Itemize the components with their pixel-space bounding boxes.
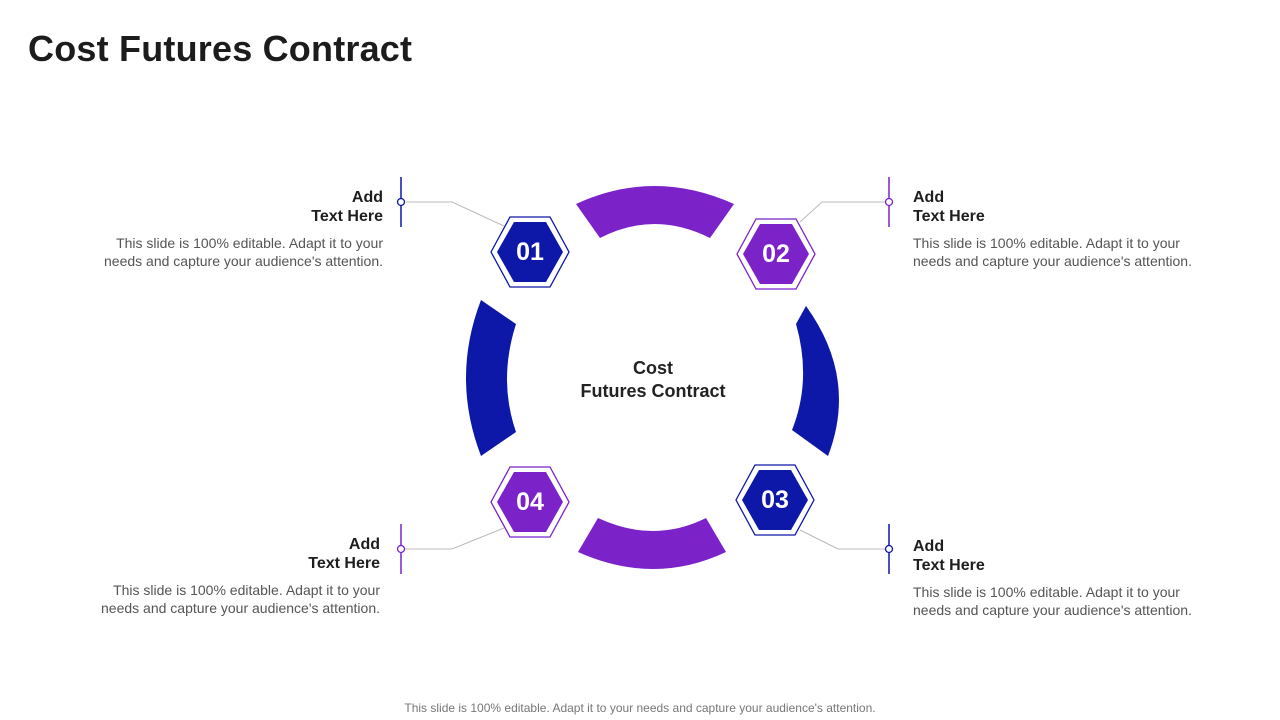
block-heading-01-line2: Text Here — [311, 208, 383, 225]
block-heading-02-line2: Text Here — [913, 208, 985, 225]
block-heading-04-line2: Text Here — [308, 555, 380, 572]
step-number-02: 02 — [762, 240, 790, 268]
block-description-03: This slide is 100% editable. Adapt it to… — [913, 584, 1192, 618]
block-heading-03-line1: Add — [913, 538, 945, 555]
text-block-03: Add Text Here This slide is 100% editabl… — [913, 537, 1213, 619]
footer-note: This slide is 100% editable. Adapt it to… — [404, 701, 876, 715]
marker-01 — [396, 177, 406, 227]
step-number-01: 01 — [516, 238, 544, 266]
marker-03 — [884, 524, 894, 574]
center-label: Cost Futures Contract — [553, 357, 753, 403]
block-heading-02-line1: Add — [913, 189, 945, 206]
text-block-02: Add Text Here This slide is 100% editabl… — [913, 188, 1213, 270]
block-description-01: This slide is 100% editable. Adapt it to… — [104, 235, 383, 269]
step-number-03: 03 — [761, 486, 789, 514]
block-heading-04: Add Text Here — [80, 535, 380, 573]
connector-line-03 — [799, 529, 885, 550]
arc-segment-left — [466, 300, 516, 456]
block-description-04: This slide is 100% editable. Adapt it to… — [101, 582, 380, 616]
arc-segment-top — [576, 186, 734, 238]
connector-line-04 — [405, 527, 505, 550]
hexagon-badge-01 — [490, 216, 570, 288]
connector-line-02 — [799, 201, 885, 223]
block-heading-02: Add Text Here — [913, 188, 1213, 226]
connector-line-01 — [406, 201, 505, 227]
center-label-line2: Futures Contract — [580, 381, 726, 401]
block-heading-01-line1: Add — [351, 189, 383, 206]
hexagon-badge-03 — [735, 464, 815, 536]
block-heading-01: Add Text Here — [83, 188, 383, 226]
text-block-01: Add Text Here This slide is 100% editabl… — [83, 188, 383, 270]
block-heading-03: Add Text Here — [913, 537, 1213, 575]
block-description-02: This slide is 100% editable. Adapt it to… — [913, 235, 1192, 269]
step-number-04: 04 — [516, 488, 544, 516]
marker-02 — [884, 177, 894, 227]
arc-segment-right — [792, 306, 839, 456]
block-heading-03-line2: Text Here — [913, 557, 985, 574]
text-block-04: Add Text Here This slide is 100% editabl… — [80, 535, 380, 617]
page-title: Cost Futures Contract — [28, 28, 413, 69]
center-label-line1: Cost — [633, 358, 673, 378]
marker-04 — [396, 524, 406, 574]
block-heading-04-line1: Add — [348, 536, 380, 553]
hexagon-badge-02 — [736, 218, 816, 290]
hexagon-badge-04 — [490, 466, 570, 538]
arc-segment-bottom — [578, 518, 726, 569]
